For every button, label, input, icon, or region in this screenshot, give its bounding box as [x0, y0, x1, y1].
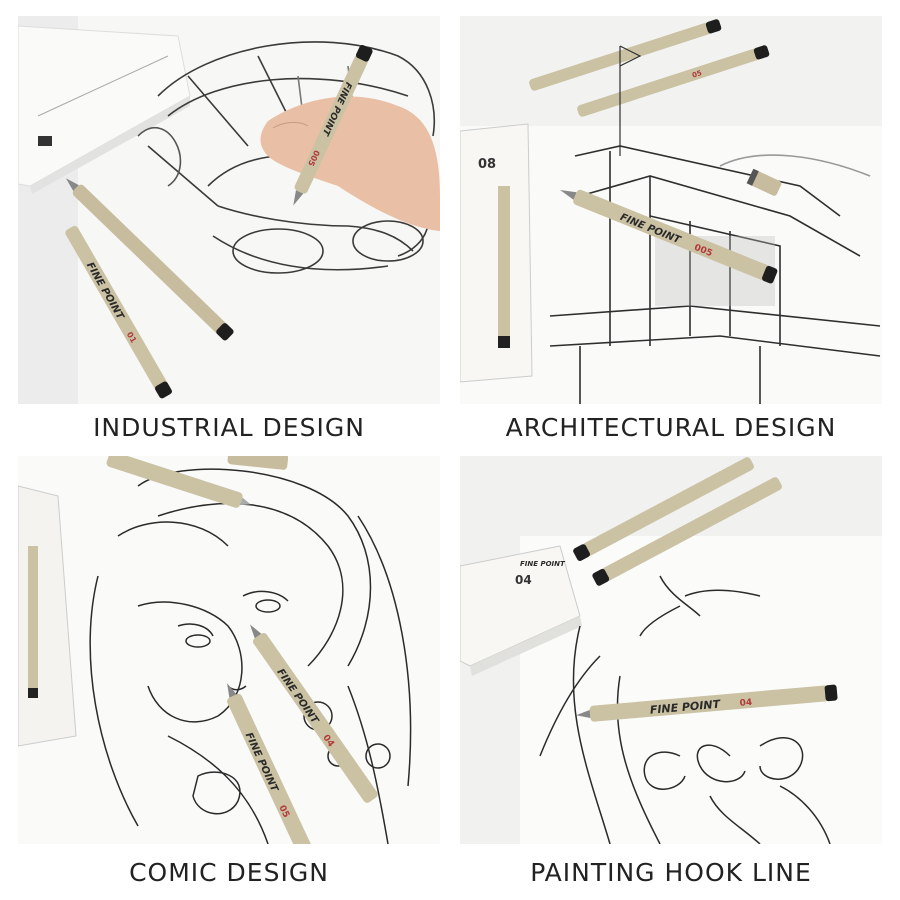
photo-painting-hook-line: 04 FINE POINT — [460, 456, 882, 844]
pen-top-2: 05 — [577, 45, 770, 117]
pen-box — [18, 25, 191, 194]
photo-industrial-design: FINE POINT 005 FINE POINT 01 — [18, 16, 440, 404]
industrial-design-illustration: FINE POINT 005 FINE POINT 01 — [18, 16, 440, 404]
pen-cap — [746, 168, 782, 196]
pen-box-08: 08 — [460, 123, 533, 383]
architectural-design-illustration: 05 08 — [460, 16, 882, 404]
pen-right — [65, 178, 234, 341]
pen-size-label: 05 — [276, 804, 290, 820]
pen-box-04: 04 FINE POINT — [460, 545, 582, 676]
caption-industrial-design: INDUSTRIAL DESIGN — [93, 413, 365, 442]
pen-top — [106, 456, 251, 508]
hand — [260, 96, 440, 231]
pen-top-2 — [592, 477, 782, 586]
caption-architectural-design: ARCHITECTURAL DESIGN — [505, 413, 837, 442]
box-size-label: 04 — [515, 573, 532, 587]
pen-04: FINE POINT 04 — [576, 684, 838, 722]
manga-face-sketch — [89, 468, 412, 844]
building-sketch — [549, 45, 881, 404]
pen-size-label: 05 — [691, 69, 703, 80]
photo-comic-design: FINE POINT 04 FINE POINT 05 — [18, 456, 440, 844]
pen-top-1 — [573, 457, 754, 562]
orchid-sketch — [539, 575, 831, 844]
comic-design-illustration: FINE POINT 04 FINE POINT 05 — [18, 456, 440, 844]
photo-architectural-design: 05 08 — [460, 16, 882, 404]
pen-brand-label: FINE POINT — [649, 698, 722, 717]
pen-size-label: 04 — [739, 698, 752, 709]
caption-comic-design: COMIC DESIGN — [129, 858, 329, 887]
box-brand-label: FINE POINT — [520, 560, 566, 568]
pen-box-left — [18, 485, 77, 747]
painting-hook-line-illustration: 04 FINE POINT — [460, 456, 882, 844]
caption-painting-hook-line: PAINTING HOOK LINE — [530, 858, 812, 887]
pen-top-2 — [227, 456, 289, 470]
box-size-label: 08 — [478, 157, 496, 172]
